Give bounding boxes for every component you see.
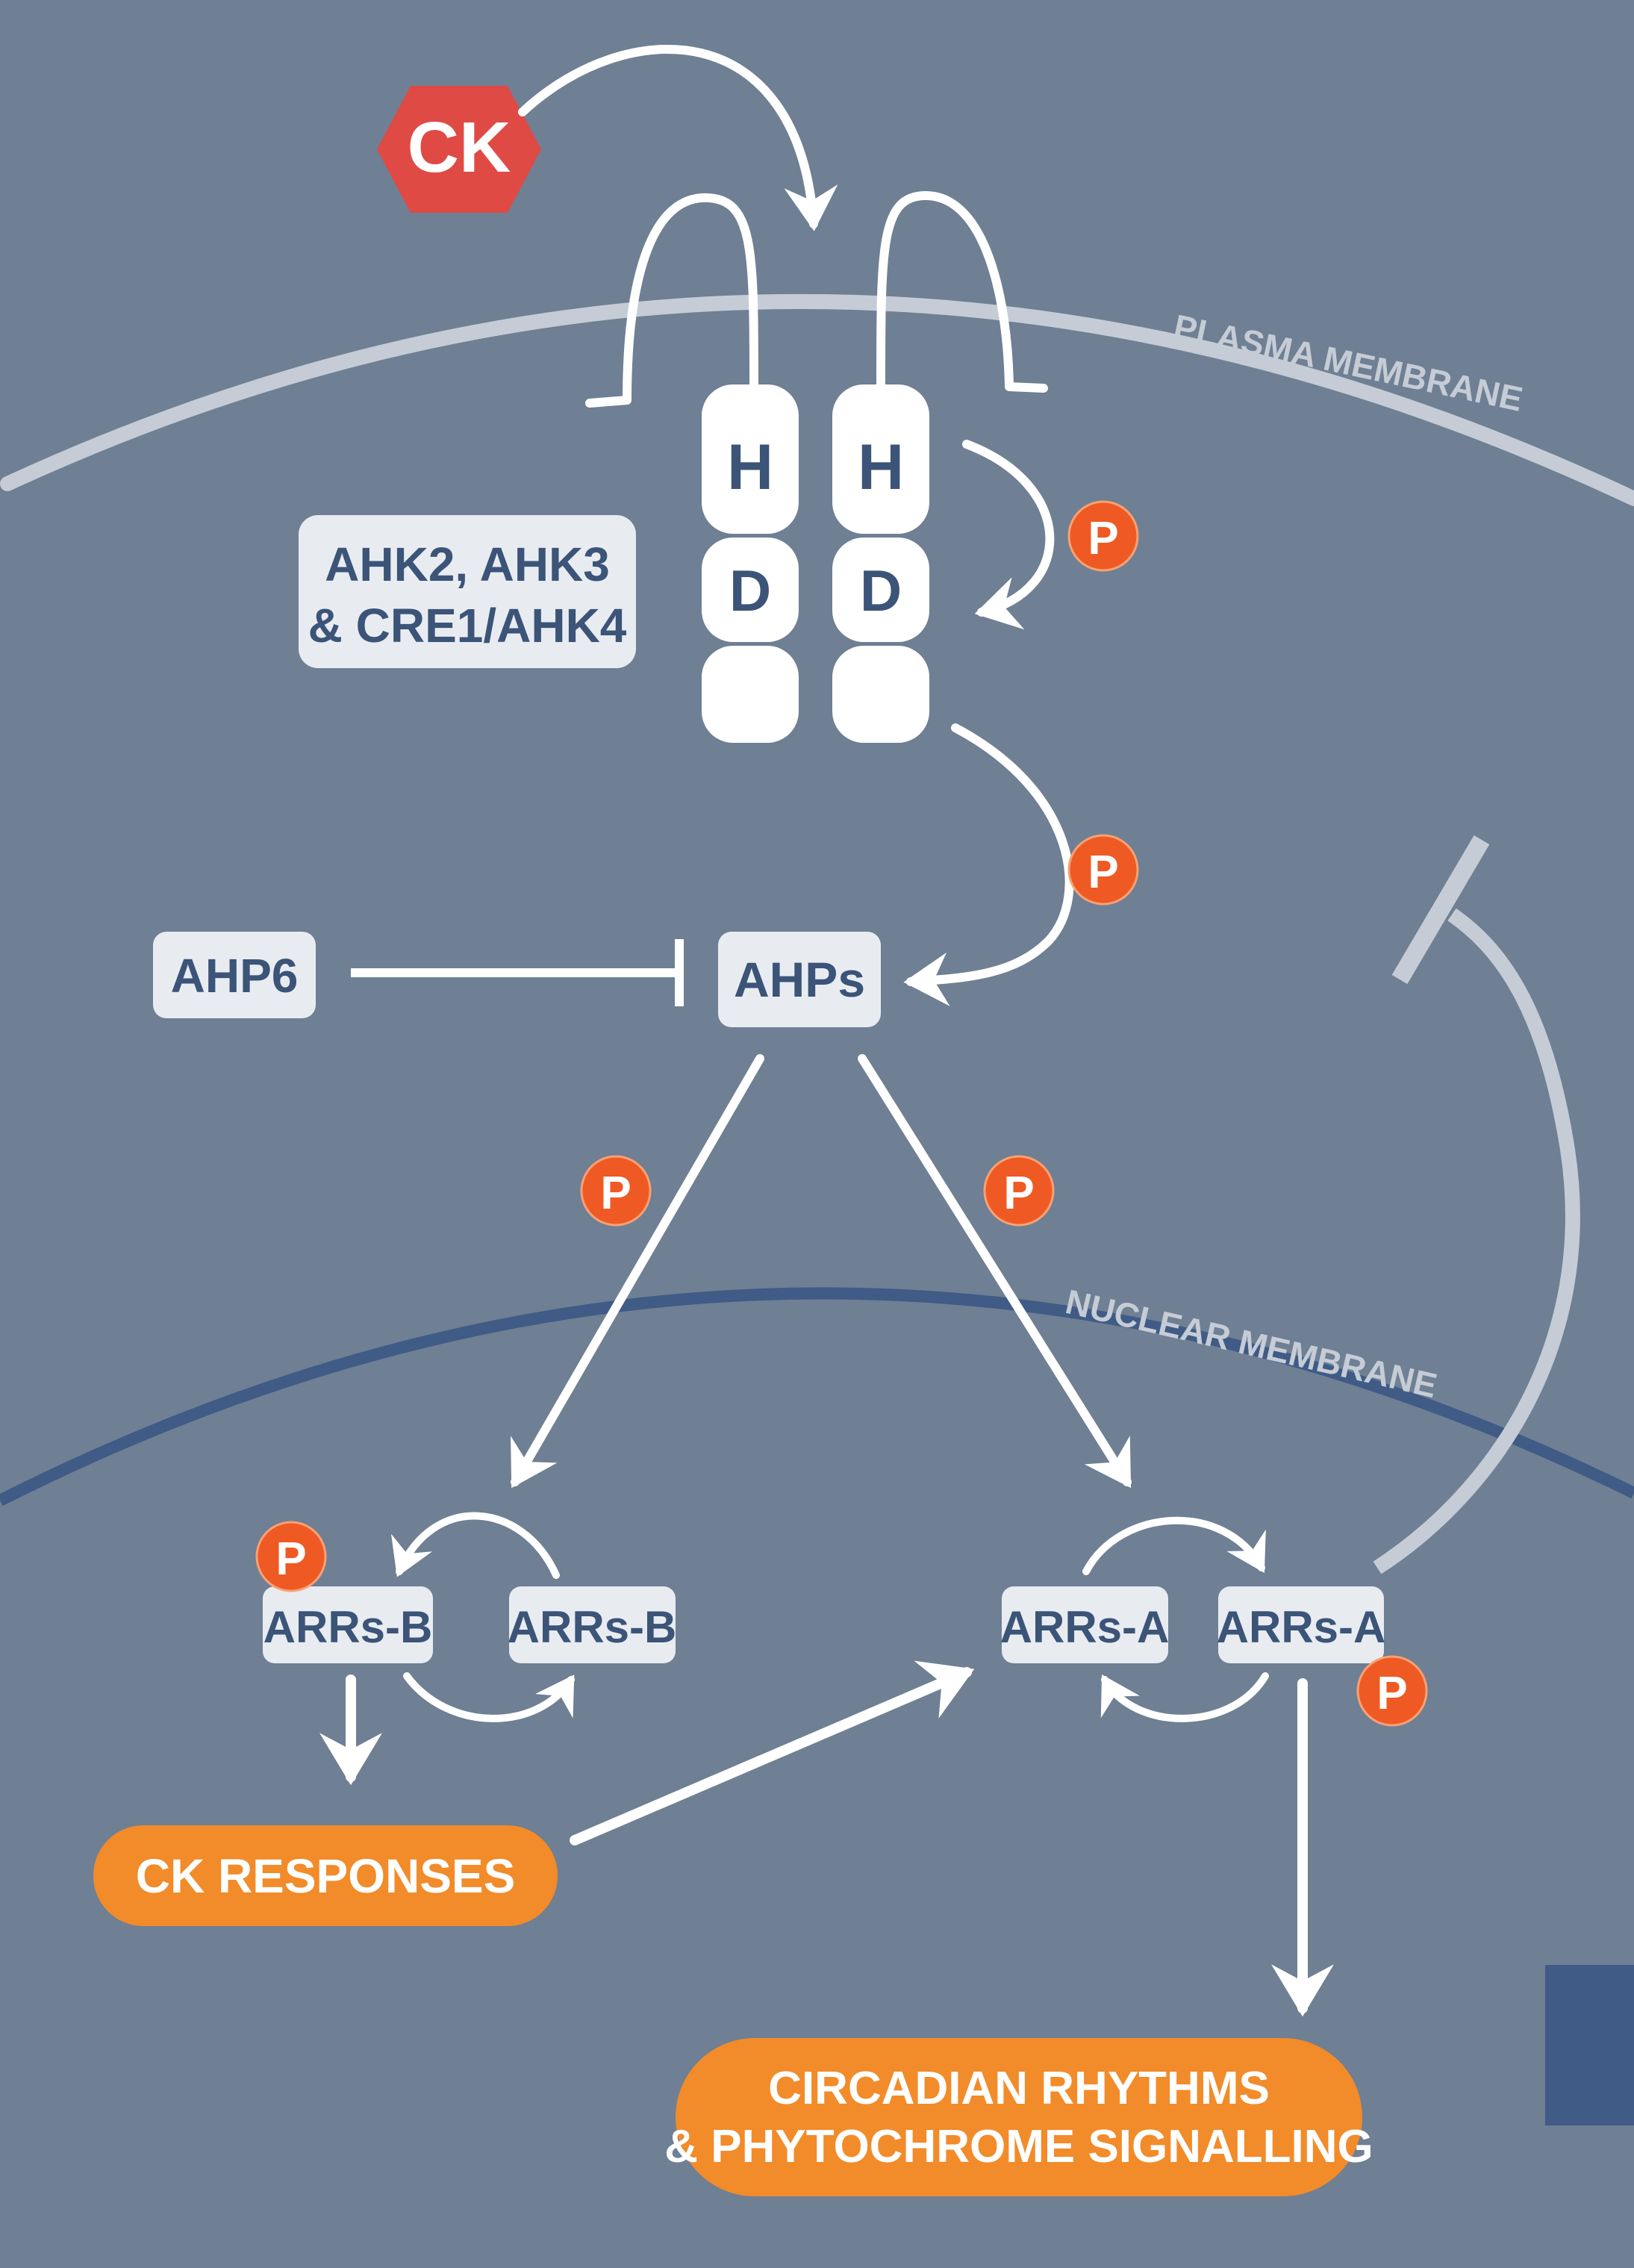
arrs-a-label-right: ARRs-A <box>1217 1602 1386 1652</box>
arrs-b-label-right: ARRs-B <box>508 1602 677 1652</box>
ahp6-label: AHP6 <box>171 949 299 1003</box>
phospho-circle <box>983 1155 1055 1227</box>
ck-hexagon <box>377 86 541 213</box>
phospho-label: P <box>1088 513 1118 564</box>
ck-label: CK <box>408 108 511 187</box>
phospho-label: P <box>1003 1168 1034 1219</box>
phospho-circle <box>255 1521 327 1592</box>
receptor-loop-left <box>585 193 758 408</box>
circadian-label-line2: & PHYTOCHROME SIGNALLING <box>664 2121 1373 2172</box>
arrs-a-feedback-inhibition <box>1373 908 1580 1574</box>
phospho-label: P <box>275 1533 306 1585</box>
arrs-a-box-left <box>1002 1586 1168 1663</box>
phospho-badge-receptor: P <box>1067 500 1139 572</box>
circadian-label-line1: CIRCADIAN RHYTHMS <box>768 2063 1270 2114</box>
ck-ligand: CK <box>377 86 541 213</box>
receptor-to-ahps-arrow <box>903 723 1074 1006</box>
d-label-right: D <box>860 558 902 623</box>
phospho-badge-to-arrs-b: P <box>580 1155 652 1227</box>
arrs-a-label-left: ARRs-A <box>1000 1602 1170 1652</box>
ahps-label: AHPs <box>734 952 865 1007</box>
arrs-b-phosphorylated: ARRs-B P <box>255 1521 433 1663</box>
ahp6-box <box>153 932 316 1018</box>
phospho-label: P <box>600 1168 631 1219</box>
d-label-left: D <box>729 558 771 623</box>
ahps-box <box>718 932 881 1027</box>
h-domain-right <box>832 384 929 534</box>
arrs-a-unphosphorylated: ARRs-A <box>1000 1586 1170 1663</box>
phospho-circle <box>580 1155 652 1227</box>
arrs-a-box-right <box>1218 1586 1384 1663</box>
ck-responses-to-arrs-a-arrow <box>570 1660 975 1845</box>
ck-binding-arrow <box>518 44 838 231</box>
arrs-a-phosphorylated: ARRs-A P <box>1217 1586 1428 1727</box>
d-domain-right <box>832 538 929 642</box>
ahps-to-arrs-a-arrow <box>858 1054 1132 1489</box>
h-label-right: H <box>858 432 904 503</box>
side-tab <box>1545 1965 1634 2125</box>
arrs-a-cycle-bottom-arrow <box>1100 1672 1269 1722</box>
h-domain-left <box>702 384 799 534</box>
phospho-badge-to-arrs-a: P <box>983 1155 1055 1227</box>
arrs-a-cycle-top-arrow <box>1082 1516 1266 1575</box>
phospho-circle <box>1067 834 1139 906</box>
kinase-domain-left <box>702 646 799 743</box>
receptor-loop-right <box>876 191 1048 393</box>
phospho-circle <box>1067 500 1139 572</box>
ck-responses-pill <box>93 1825 558 1926</box>
plasma-membrane <box>0 293 1634 506</box>
receptor-right: H D <box>832 384 929 743</box>
arrs-b-box-left <box>263 1586 433 1663</box>
kinase-domain-right <box>832 646 929 743</box>
h-label-left: H <box>727 432 773 503</box>
arrs-b-box-right <box>509 1586 676 1663</box>
ahps-to-arrs-b-arrow <box>511 1054 764 1489</box>
receptor-names-line1: AHK2, AHK3 <box>325 538 610 591</box>
d-domain-left <box>702 538 799 642</box>
phospho-circle <box>1356 1655 1428 1727</box>
ck-responses-label: CK RESPONSES <box>136 1849 516 1903</box>
phospho-label: P <box>1376 1668 1407 1719</box>
receptor-left: H D <box>702 384 799 743</box>
arrs-b-cycle-bottom-arrow <box>403 1672 575 1722</box>
receptor-names-box <box>299 515 636 668</box>
h-to-d-arrow <box>962 440 1055 630</box>
arrs-b-label-left: ARRs-B <box>264 1602 433 1652</box>
phospho-label: P <box>1088 847 1118 898</box>
feedback-inhibition-bar <box>1391 835 1490 985</box>
arrs-b-unphosphorylated: ARRs-B <box>508 1586 677 1663</box>
phospho-badge-ahps: P <box>1067 834 1139 906</box>
receptor-names-line2: & CRE1/AHK4 <box>308 599 627 652</box>
arrs-b-cycle-top-arrow <box>391 1512 560 1579</box>
circadian-pill <box>676 2038 1362 2196</box>
nuclear-membrane <box>0 1287 1634 1507</box>
